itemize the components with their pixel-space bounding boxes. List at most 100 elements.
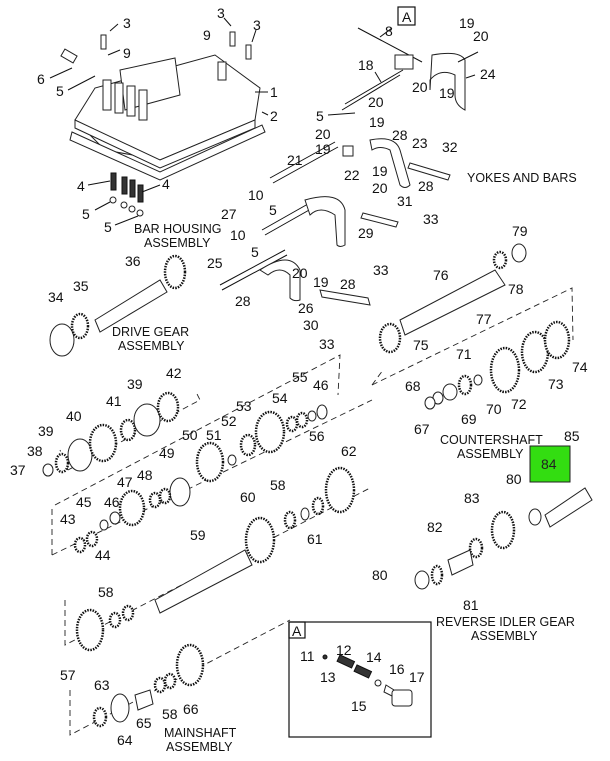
part-label[interactable]: 9 <box>123 45 131 61</box>
part-label[interactable]: 6 <box>37 71 45 87</box>
part-label[interactable]: 54 <box>272 390 288 406</box>
part-label[interactable]: 11 <box>300 648 315 664</box>
part-label[interactable]: 5 <box>251 244 259 260</box>
part-label[interactable]: 36 <box>125 253 141 269</box>
part-label[interactable]: 22 <box>344 167 360 183</box>
part-label[interactable]: 33 <box>373 262 389 278</box>
part-label[interactable]: 32 <box>442 139 458 155</box>
part-label[interactable]: 29 <box>358 225 374 241</box>
part-label[interactable]: 9 <box>203 27 211 43</box>
part-label[interactable]: 18 <box>358 57 374 73</box>
part-label[interactable]: 42 <box>166 365 182 381</box>
part-label[interactable]: 56 <box>309 428 325 444</box>
part-label[interactable]: 77 <box>476 311 492 327</box>
part-label[interactable]: 74 <box>572 359 588 375</box>
part-label[interactable]: 19 <box>439 85 455 101</box>
part-label[interactable]: 3 <box>217 5 225 21</box>
part-label[interactable]: 1 <box>270 84 278 100</box>
part-label[interactable]: 31 <box>397 193 413 209</box>
part-label[interactable]: 55 <box>292 369 308 385</box>
part-label[interactable]: 38 <box>27 443 43 459</box>
part-label[interactable]: 57 <box>60 667 76 683</box>
part-label[interactable]: 43 <box>60 511 76 527</box>
part-label[interactable]: 3 <box>123 15 131 31</box>
part-label[interactable]: 80 <box>372 567 388 583</box>
part-label[interactable]: 40 <box>66 408 82 424</box>
part-label[interactable]: 71 <box>456 346 472 362</box>
part-label[interactable]: 83 <box>464 490 480 506</box>
part-label[interactable]: 14 <box>366 649 382 665</box>
part-label[interactable]: 67 <box>414 421 430 437</box>
part-label[interactable]: 64 <box>117 732 133 748</box>
part-label[interactable]: 20 <box>473 28 489 44</box>
part-label[interactable]: 2 <box>270 108 278 124</box>
part-label[interactable]: 27 <box>221 206 237 222</box>
part-label[interactable]: 8 <box>385 23 393 39</box>
part-label[interactable]: 24 <box>480 66 496 82</box>
part-label[interactable]: 63 <box>94 677 110 693</box>
part-label[interactable]: 5 <box>82 206 90 222</box>
part-label[interactable]: 3 <box>253 17 261 33</box>
part-label[interactable]: 15 <box>351 698 367 714</box>
part-label[interactable]: 10 <box>248 187 264 203</box>
part-label[interactable]: 46 <box>313 377 329 393</box>
part-label[interactable]: 62 <box>341 443 357 459</box>
part-label[interactable]: 20 <box>315 126 331 142</box>
part-label[interactable]: 85 <box>564 428 580 444</box>
part-label[interactable]: 65 <box>136 715 152 731</box>
part-label[interactable]: 33 <box>319 336 335 352</box>
part-label[interactable]: 4 <box>77 178 85 194</box>
part-label[interactable]: 28 <box>235 293 251 309</box>
part-label[interactable]: 53 <box>236 398 252 414</box>
part-label[interactable]: 20 <box>368 94 384 110</box>
part-label[interactable]: 35 <box>73 278 89 294</box>
part-label[interactable]: 81 <box>463 597 479 613</box>
part-label[interactable]: 51 <box>206 427 222 443</box>
part-label[interactable]: 19 <box>459 15 475 31</box>
part-label[interactable]: 76 <box>433 267 449 283</box>
part-label[interactable]: 82 <box>427 519 443 535</box>
part-label[interactable]: 50 <box>182 427 198 443</box>
part-label[interactable]: 16 <box>389 661 405 677</box>
part-label[interactable]: 48 <box>137 467 153 483</box>
part-label[interactable]: 61 <box>307 531 323 547</box>
part-label[interactable]: 66 <box>183 701 199 717</box>
part-label[interactable]: 58 <box>98 584 114 600</box>
part-label[interactable]: 13 <box>320 669 336 685</box>
part-84-highlight[interactable] <box>529 445 571 483</box>
part-label[interactable]: 21 <box>287 152 303 168</box>
part-label[interactable]: 28 <box>418 178 434 194</box>
part-label[interactable]: 17 <box>409 669 425 685</box>
part-label[interactable]: 23 <box>412 135 428 151</box>
part-label[interactable]: 4 <box>162 176 170 192</box>
part-label[interactable]: 49 <box>159 445 175 461</box>
part-label[interactable]: 5 <box>104 219 112 235</box>
part-label[interactable]: 10 <box>230 227 246 243</box>
part-label[interactable]: 78 <box>508 281 524 297</box>
part-label[interactable]: 5 <box>316 108 324 124</box>
part-label[interactable]: 30 <box>303 317 319 333</box>
part-label[interactable]: 68 <box>405 378 421 394</box>
part-label[interactable]: 80 <box>506 471 522 487</box>
part-label[interactable]: 45 <box>76 494 92 510</box>
part-label[interactable]: 79 <box>512 223 528 239</box>
part-label[interactable]: 41 <box>106 393 122 409</box>
part-label[interactable]: 19 <box>315 141 331 157</box>
part-label[interactable]: 72 <box>511 396 527 412</box>
part-label[interactable]: 34 <box>48 289 64 305</box>
part-label[interactable]: 33 <box>423 211 439 227</box>
part-label[interactable]: 75 <box>413 337 429 353</box>
part-label[interactable]: 19 <box>372 163 388 179</box>
part-label[interactable]: 37 <box>10 462 26 478</box>
part-84-label[interactable]: 84 <box>541 456 557 472</box>
part-label[interactable]: 25 <box>207 255 223 271</box>
part-label[interactable]: 46 <box>104 494 120 510</box>
part-label[interactable]: 52 <box>221 413 237 429</box>
part-label[interactable]: 69 <box>461 411 477 427</box>
part-label[interactable]: 28 <box>340 276 356 292</box>
part-label[interactable]: 47 <box>117 474 133 490</box>
part-label[interactable]: 28 <box>392 127 408 143</box>
part-label[interactable]: 60 <box>240 489 256 505</box>
part-label[interactable]: 19 <box>313 274 329 290</box>
part-label[interactable]: 12 <box>336 642 352 658</box>
